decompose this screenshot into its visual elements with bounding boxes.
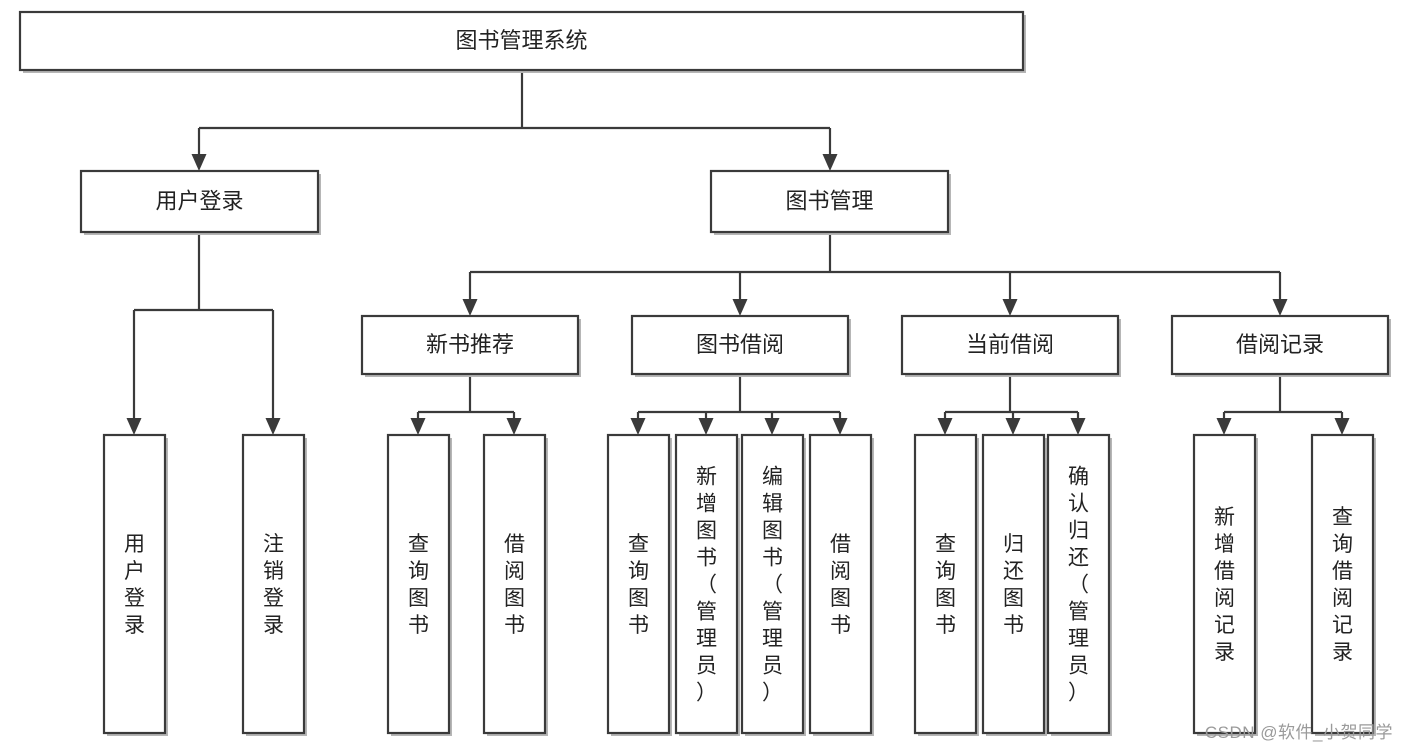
node-rect[interactable] xyxy=(630,314,850,376)
node-label: 确认归还（管理员） xyxy=(1068,466,1089,705)
node-leaf-10[interactable]: 确认归还（管理员） xyxy=(1046,433,1112,736)
node-level3-1[interactable]: 图书借阅 xyxy=(630,314,851,377)
node-rect[interactable] xyxy=(740,433,805,735)
node-leaf-4[interactable]: 查询图书 xyxy=(606,433,672,736)
arrow-head-icon xyxy=(1002,299,1018,316)
arrow-head-icon xyxy=(822,154,838,171)
arrow-head-icon xyxy=(1334,418,1350,435)
node-label: 借阅记录 xyxy=(1236,332,1324,357)
node-level2-0[interactable]: 用户登录 xyxy=(79,169,321,235)
node-label: 查询图书 xyxy=(935,533,956,637)
arrow-head-icon xyxy=(832,418,848,435)
arrow-head-icon xyxy=(462,299,478,316)
arrow-head-icon xyxy=(1005,418,1021,435)
node-rect[interactable] xyxy=(102,433,167,735)
node-rect[interactable] xyxy=(360,314,580,376)
arrow-head-icon xyxy=(410,418,426,435)
node-label: 查询图书 xyxy=(408,533,429,637)
node-rect[interactable] xyxy=(241,433,306,735)
node-rect[interactable] xyxy=(913,433,978,735)
node-label: 借阅图书 xyxy=(830,533,851,637)
node-label: 新增图书（管理员） xyxy=(696,466,717,705)
node-label: 查询图书 xyxy=(628,533,649,637)
node-rect[interactable] xyxy=(79,169,320,234)
node-label: 图书借阅 xyxy=(696,332,784,357)
node-boxes: 图书管理系统用户登录图书管理新书推荐图书借阅当前借阅借阅记录用户登录注销登录查询… xyxy=(18,10,1391,736)
node-leaf-2[interactable]: 查询图书 xyxy=(386,433,452,736)
node-rect[interactable] xyxy=(1192,433,1257,735)
node-label: 图书管理系统 xyxy=(455,28,587,53)
node-level3-3[interactable]: 借阅记录 xyxy=(1170,314,1391,377)
node-label: 借阅图书 xyxy=(504,533,525,637)
node-label: 用户登录 xyxy=(155,188,243,213)
node-leaf-8[interactable]: 查询图书 xyxy=(913,433,979,736)
node-rect[interactable] xyxy=(1046,433,1111,735)
node-leaf-9[interactable]: 归还图书 xyxy=(981,433,1047,736)
arrow-head-icon xyxy=(1216,418,1232,435)
node-rect[interactable] xyxy=(1170,314,1390,376)
node-rect[interactable] xyxy=(1310,433,1375,735)
node-label: 当前借阅 xyxy=(966,332,1054,357)
node-rect[interactable] xyxy=(981,433,1046,735)
node-label: 归还图书 xyxy=(1003,533,1024,637)
connector-lines xyxy=(126,70,1350,435)
node-rect[interactable] xyxy=(674,433,739,735)
node-level3-2[interactable]: 当前借阅 xyxy=(900,314,1121,377)
node-label: 新书推荐 xyxy=(426,332,514,357)
node-leaf-3[interactable]: 借阅图书 xyxy=(482,433,548,736)
arrow-head-icon xyxy=(1070,418,1086,435)
node-label: 注销登录 xyxy=(263,533,284,637)
arrow-head-icon xyxy=(698,418,714,435)
node-rect[interactable] xyxy=(482,433,547,735)
node-rect[interactable] xyxy=(709,169,950,234)
node-rect[interactable] xyxy=(808,433,873,735)
arrow-head-icon xyxy=(630,418,646,435)
node-label: 图书管理 xyxy=(785,188,873,213)
arrow-head-icon xyxy=(764,418,780,435)
arrow-head-icon xyxy=(126,418,142,435)
node-leaf-1[interactable]: 注销登录 xyxy=(241,433,307,736)
arrow-head-icon xyxy=(937,418,953,435)
node-level2-1[interactable]: 图书管理 xyxy=(709,169,951,235)
node-rect[interactable] xyxy=(606,433,671,735)
node-rect[interactable] xyxy=(18,10,1025,72)
node-leaf-6[interactable]: 编辑图书（管理员） xyxy=(740,433,806,736)
node-label: 新增借阅记录 xyxy=(1214,506,1235,664)
node-root-图书管理系统[interactable]: 图书管理系统 xyxy=(18,10,1026,73)
arrow-head-icon xyxy=(732,299,748,316)
node-rect[interactable] xyxy=(386,433,451,735)
node-level3-0[interactable]: 新书推荐 xyxy=(360,314,581,377)
node-rect[interactable] xyxy=(900,314,1120,376)
node-leaf-12[interactable]: 查询借阅记录 xyxy=(1310,433,1376,736)
node-label: 查询借阅记录 xyxy=(1332,506,1353,664)
node-leaf-0[interactable]: 用户登录 xyxy=(102,433,168,736)
arrow-head-icon xyxy=(1272,299,1288,316)
arrow-head-icon xyxy=(191,154,207,171)
arrow-head-icon xyxy=(506,418,522,435)
node-label: 编辑图书（管理员） xyxy=(762,466,783,705)
node-leaf-5[interactable]: 新增图书（管理员） xyxy=(674,433,740,736)
node-leaf-11[interactable]: 新增借阅记录 xyxy=(1192,433,1258,736)
node-label: 用户登录 xyxy=(124,533,145,637)
node-leaf-7[interactable]: 借阅图书 xyxy=(808,433,874,736)
arrow-head-icon xyxy=(265,418,281,435)
